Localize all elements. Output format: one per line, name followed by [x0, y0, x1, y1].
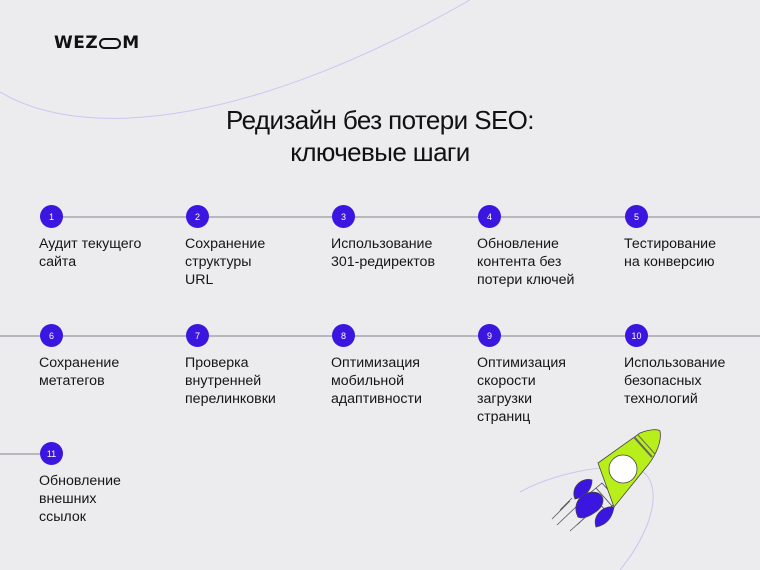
step-number-badge: 11: [40, 442, 63, 465]
logo-text-right: M: [122, 33, 140, 53]
step-label: Проверка внутренней перелинковки: [185, 355, 276, 407]
step-label: Обновление контента без потери ключей: [477, 236, 575, 288]
step-number-badge: 4: [478, 205, 501, 228]
step-label: Использование безопасных технологий: [624, 355, 726, 407]
step-label: Сохранение метатегов: [39, 355, 120, 389]
step-number-badge: 1: [40, 205, 63, 228]
step-number-badge: 7: [186, 324, 209, 347]
logo-text-left: WEZ: [54, 33, 99, 53]
step-number-badge: 5: [625, 205, 648, 228]
step-label: Сохранение структуры URL: [185, 236, 266, 288]
timeline-row-1: [40, 216, 760, 218]
step-number-badge: 3: [332, 205, 355, 228]
step-number-badge: 10: [625, 324, 648, 347]
timeline-row-2: [0, 335, 760, 337]
step-label: Оптимизация мобильной адаптивности: [331, 355, 422, 407]
step-label: Использование 301-редиректов: [331, 236, 435, 270]
timeline-row-3: [0, 453, 50, 455]
title-line-1: Редизайн без потери SEO:: [226, 105, 534, 135]
step-number-badge: 6: [40, 324, 63, 347]
step-label: Тестирование на конверсию: [624, 236, 716, 270]
page-title: Редизайн без потери SEO: ключевые шаги: [0, 104, 760, 168]
wezom-logo: WEZ M: [54, 33, 140, 53]
step-label: Обновление внешних ссылок: [39, 473, 121, 525]
step-label: Аудит текущего сайта: [39, 236, 142, 270]
step-number-badge: 2: [186, 205, 209, 228]
rocket-icon: [551, 429, 661, 532]
step-label: Оптимизация скорости загрузки страниц: [477, 355, 566, 425]
logo-o-shape: [99, 37, 122, 49]
step-number-badge: 8: [332, 324, 355, 347]
step-number-badge: 9: [478, 324, 501, 347]
title-line-2: ключевые шаги: [290, 137, 470, 167]
